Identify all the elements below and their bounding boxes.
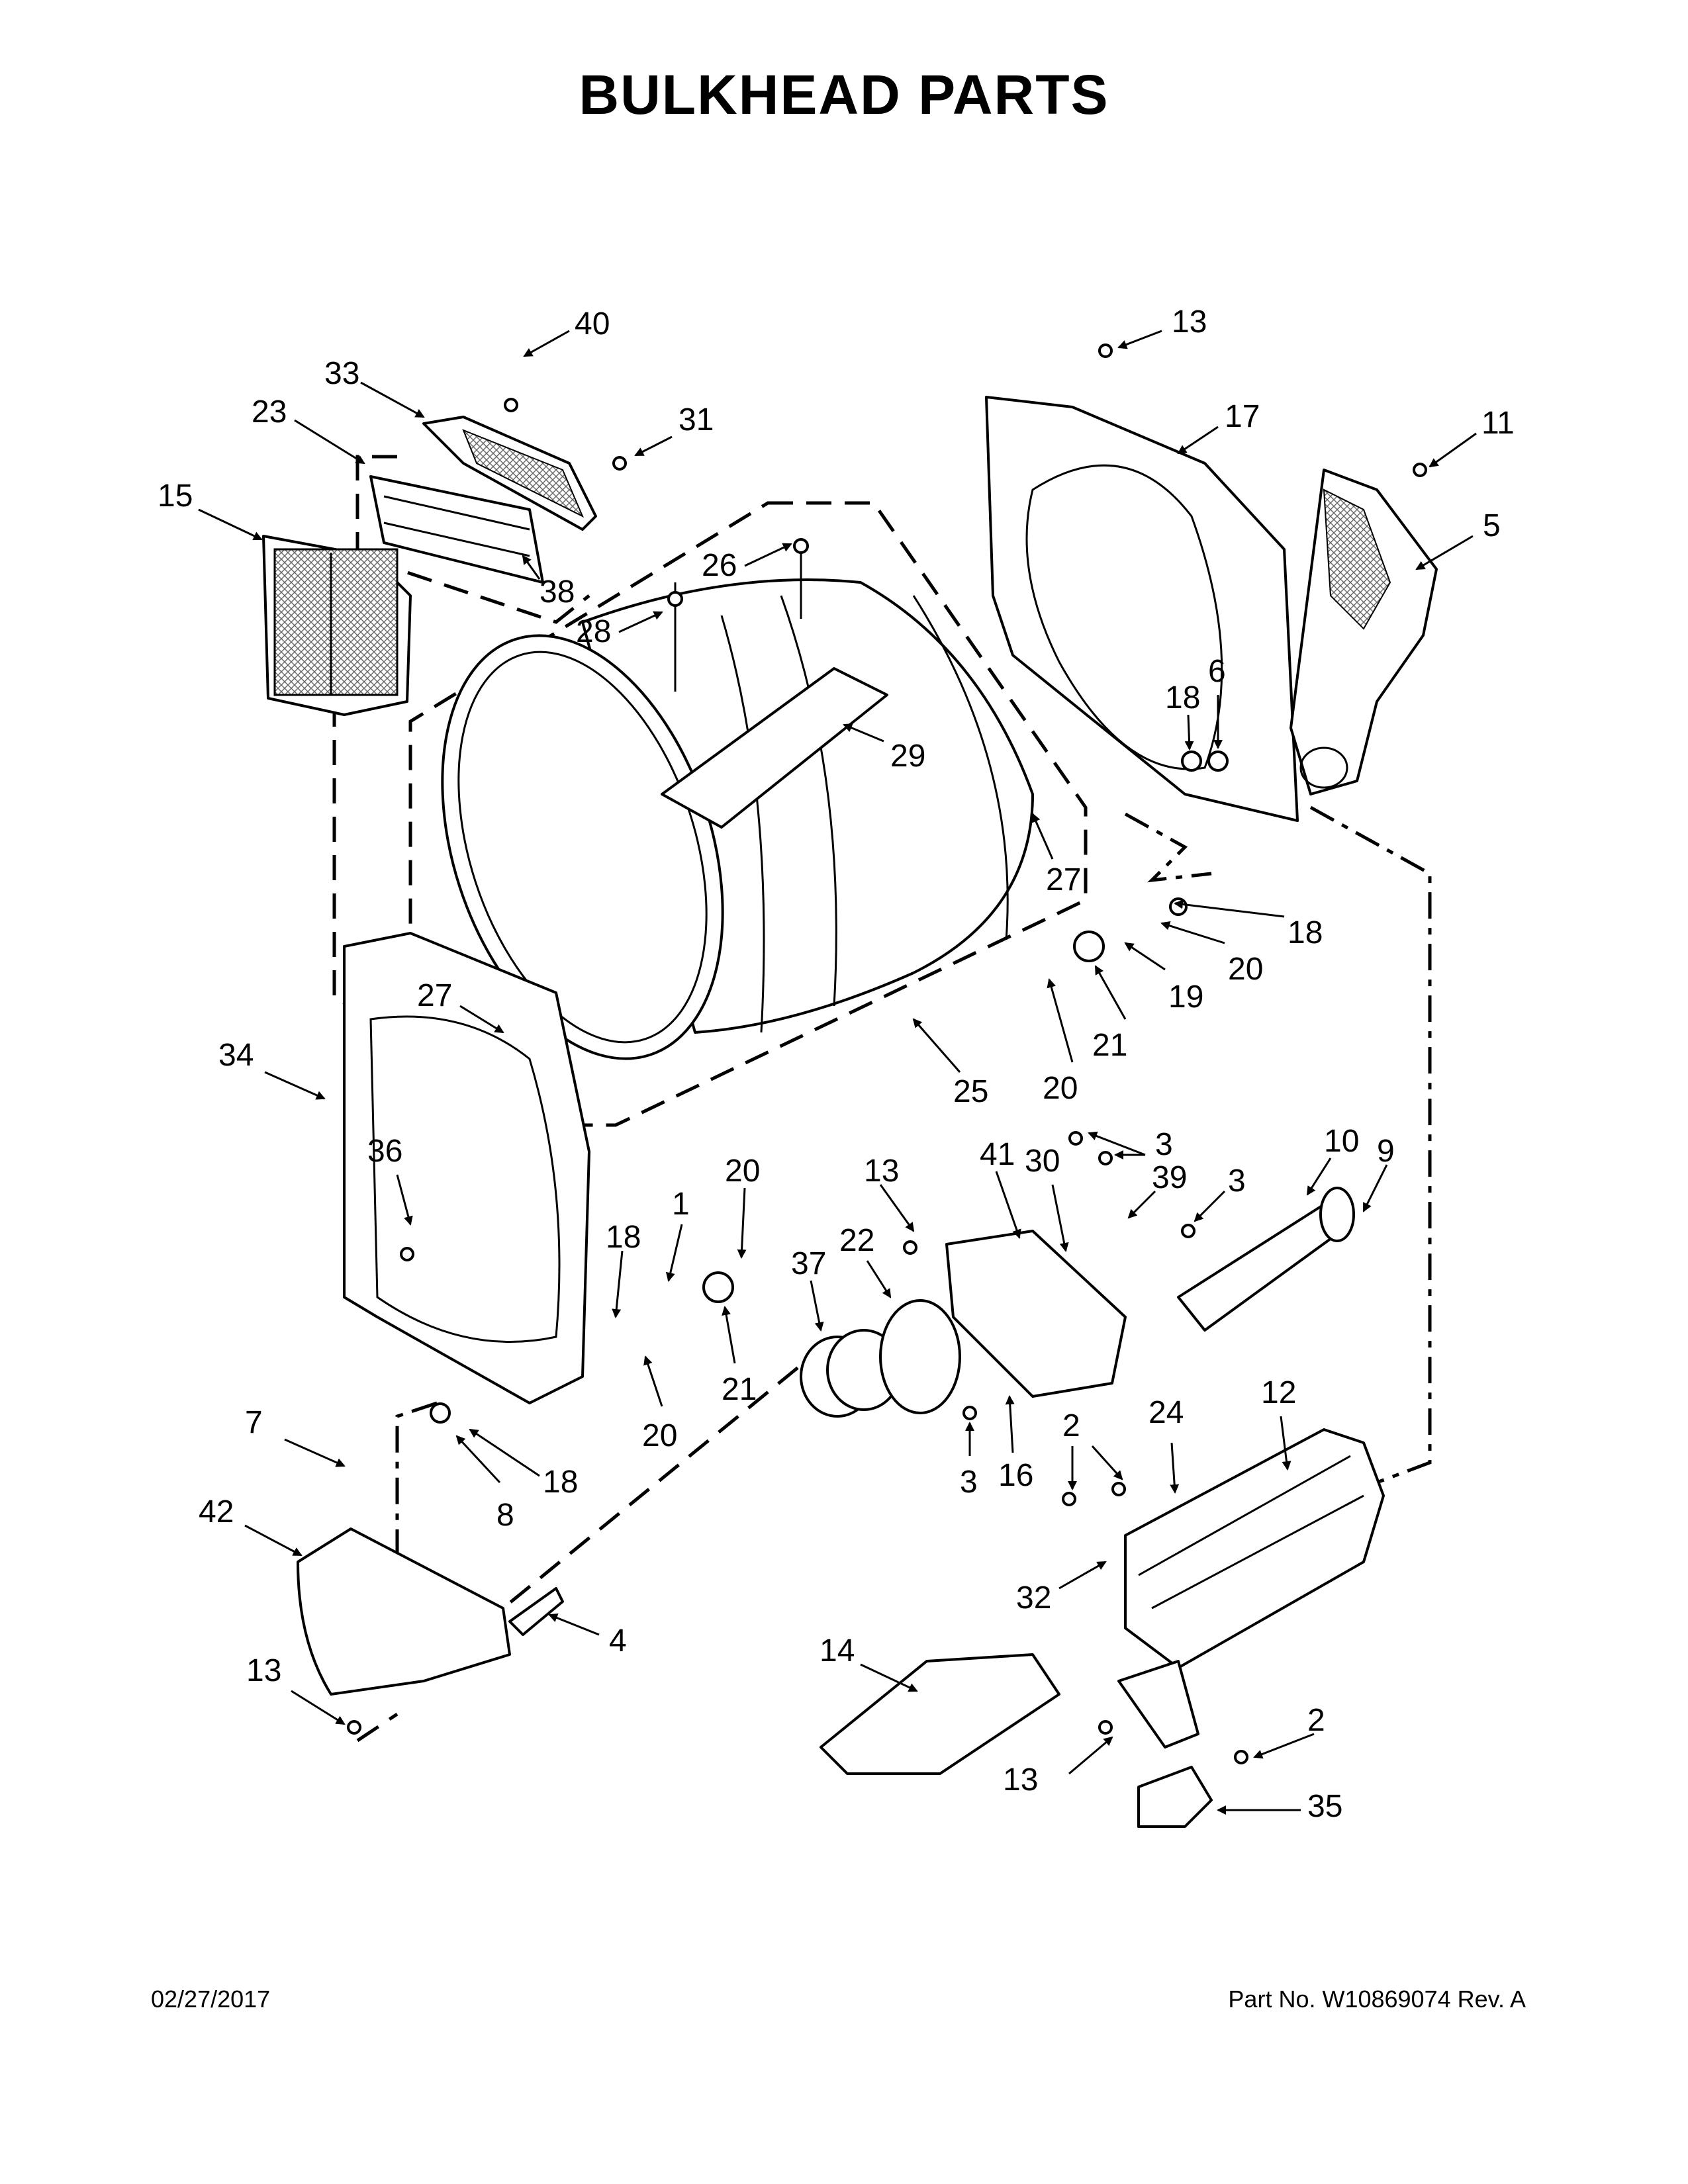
- callout-7: 7: [245, 1405, 263, 1440]
- callout-5: 5: [1483, 508, 1501, 543]
- callout-2b: 2: [1307, 1703, 1325, 1738]
- callout-11: 11: [1481, 406, 1515, 441]
- callout-29: 29: [890, 739, 925, 774]
- screws: [347, 343, 1427, 1764]
- callout-20b: 20: [1043, 1071, 1078, 1106]
- front-bulkhead-part-34: [343, 932, 590, 1404]
- callout-20d: 20: [642, 1418, 677, 1453]
- callout-3b: 3: [1228, 1163, 1246, 1199]
- callout-42: 42: [199, 1494, 234, 1529]
- callout-15: 15: [158, 478, 193, 514]
- callout-31: 31: [679, 402, 714, 437]
- callout-22: 22: [839, 1223, 874, 1258]
- callout-28: 28: [576, 614, 611, 649]
- callout-16: 16: [998, 1458, 1033, 1493]
- callout-24: 24: [1149, 1395, 1184, 1430]
- callout-14: 14: [820, 1633, 855, 1668]
- callout-12: 12: [1261, 1375, 1296, 1410]
- callout-37: 37: [791, 1246, 826, 1281]
- callout-6: 6: [1208, 654, 1226, 689]
- vent-cover-part-5: [1289, 469, 1438, 796]
- lint-filter-part-15: [262, 535, 412, 716]
- lint-screen-housing-part-23: [369, 475, 544, 584]
- callout-20c: 20: [725, 1154, 760, 1189]
- callout-30: 30: [1025, 1144, 1060, 1179]
- duct-parts: [297, 1527, 1213, 1828]
- callout-20a: 20: [1228, 952, 1263, 987]
- callout-21a: 21: [1092, 1028, 1127, 1063]
- callout-18a: 18: [1165, 680, 1200, 715]
- page-title: BULKHEAD PARTS: [579, 64, 1109, 126]
- callout-35: 35: [1307, 1789, 1342, 1824]
- callout-26: 26: [702, 548, 737, 583]
- callout-19: 19: [1168, 979, 1203, 1015]
- callout-10: 10: [1324, 1124, 1359, 1159]
- grouping-dash-lines: [332, 455, 1432, 1743]
- callout-27b: 27: [417, 978, 452, 1013]
- callout-39: 39: [1152, 1160, 1187, 1195]
- callout-9: 9: [1377, 1134, 1395, 1169]
- callout-17: 17: [1225, 399, 1260, 434]
- callout-3c: 3: [960, 1465, 978, 1500]
- callout-41: 41: [980, 1137, 1015, 1172]
- callout-2a: 2: [1062, 1408, 1080, 1443]
- rear-bulkhead-part-17: [985, 396, 1299, 822]
- callout-25: 25: [953, 1074, 988, 1109]
- callout-labels: 33 40 23 31 15 38 26 28 29 27 27 25 13 1…: [158, 304, 1515, 1824]
- callout-18b: 18: [1288, 915, 1323, 950]
- drum-part-25: [441, 553, 1034, 1060]
- callout-36: 36: [367, 1134, 402, 1169]
- footer-date: 02/27/2017: [151, 1985, 271, 2013]
- callout-33: 33: [324, 356, 359, 391]
- callout-21b: 21: [722, 1372, 757, 1407]
- callout-38: 38: [539, 574, 575, 610]
- callout-27a: 27: [1046, 862, 1081, 897]
- callout-13c: 13: [864, 1154, 899, 1189]
- callout-40: 40: [575, 306, 610, 341]
- footer-part-number: Part No. W10869074 Rev. A: [1228, 1985, 1526, 2013]
- callout-34: 34: [218, 1038, 254, 1073]
- callout-13d: 13: [1003, 1762, 1038, 1797]
- callout-13b: 13: [246, 1653, 281, 1688]
- callout-1: 1: [672, 1187, 690, 1222]
- callout-18c: 18: [606, 1220, 641, 1255]
- callout-18d: 18: [543, 1465, 578, 1500]
- heater-part-12: [1124, 1428, 1385, 1669]
- callout-13a: 13: [1172, 304, 1207, 340]
- grille-part-33: [422, 416, 597, 531]
- callout-4: 4: [609, 1623, 627, 1659]
- callout-32: 32: [1016, 1580, 1051, 1615]
- callout-3a: 3: [1155, 1127, 1173, 1162]
- blower-parts: [800, 1187, 1355, 1418]
- callout-8: 8: [496, 1498, 514, 1533]
- callout-23: 23: [252, 394, 287, 430]
